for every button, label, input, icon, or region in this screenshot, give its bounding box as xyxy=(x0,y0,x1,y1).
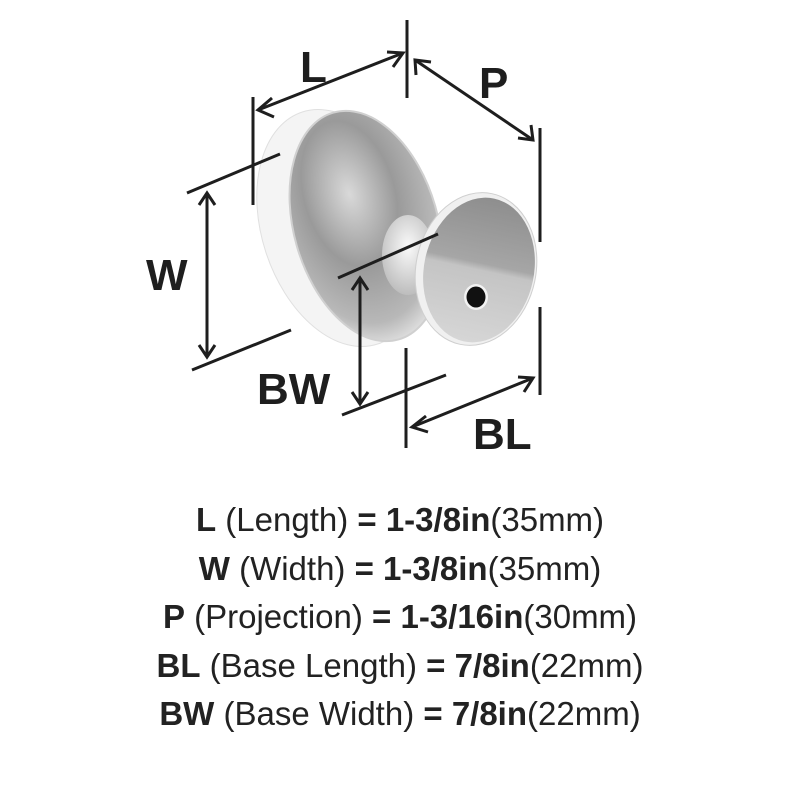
knob-dimension-diagram: L P W BW BL xyxy=(146,20,542,459)
spec-mm: (30mm) xyxy=(523,598,638,635)
spec-mm: (35mm) xyxy=(490,501,605,538)
spec-abbr: W xyxy=(198,549,230,587)
dimension-label-bl: BL xyxy=(473,410,532,459)
spec-inches: 1-3/8in xyxy=(385,501,491,538)
spec-row-base-width: BW (Base Width) = 7/8in(22mm) xyxy=(0,690,800,739)
spec-inches: 1-3/16in xyxy=(400,598,524,635)
spec-name: (Length) xyxy=(216,501,358,538)
spec-inches: 1-3/8in xyxy=(383,549,488,587)
dimension-label-bw: BW xyxy=(257,365,331,414)
spec-equals: = xyxy=(372,598,401,635)
knob-base-face xyxy=(423,197,535,343)
spec-row-width: W (Width) = 1-3/8in(35mm) xyxy=(0,545,800,594)
spec-abbr: BL xyxy=(156,646,201,684)
spec-equals: = xyxy=(354,549,384,587)
spec-abbr: BW xyxy=(159,695,215,732)
spec-name: (Base Width) xyxy=(214,695,424,732)
dimension-label-w: W xyxy=(146,251,188,300)
spec-inches: 7/8in xyxy=(454,646,530,684)
spec-row-length: L (Length) = 1-3/8in(35mm) xyxy=(0,496,800,545)
spec-mm: (22mm) xyxy=(527,695,641,732)
spec-equals: = xyxy=(426,646,455,684)
dimension-lines xyxy=(186,20,542,448)
spec-abbr: L xyxy=(195,501,217,538)
spec-abbr: P xyxy=(162,598,185,635)
spec-mm: (35mm) xyxy=(487,549,602,587)
spec-name: (Width) xyxy=(229,549,355,587)
spec-equals: = xyxy=(357,501,386,538)
spec-equals: = xyxy=(423,695,452,732)
spec-inches: 7/8in xyxy=(451,695,528,732)
knob-illustration xyxy=(186,20,542,448)
spec-row-base-length: BL (Base Length) = 7/8in(22mm) xyxy=(0,642,800,691)
screw-hole-icon xyxy=(466,286,486,308)
spec-row-projection: P (Projection) = 1-3/16in(30mm) xyxy=(0,593,800,642)
spec-name: (Projection) xyxy=(184,598,373,635)
spec-mm: (22mm) xyxy=(529,646,644,684)
dimension-label-l: L xyxy=(300,43,327,92)
dimension-specs-list: L (Length) = 1-3/8in(35mm) W (Width) = 1… xyxy=(0,496,800,739)
dimension-label-p: P xyxy=(479,59,509,108)
spec-name: (Base Length) xyxy=(200,646,427,684)
